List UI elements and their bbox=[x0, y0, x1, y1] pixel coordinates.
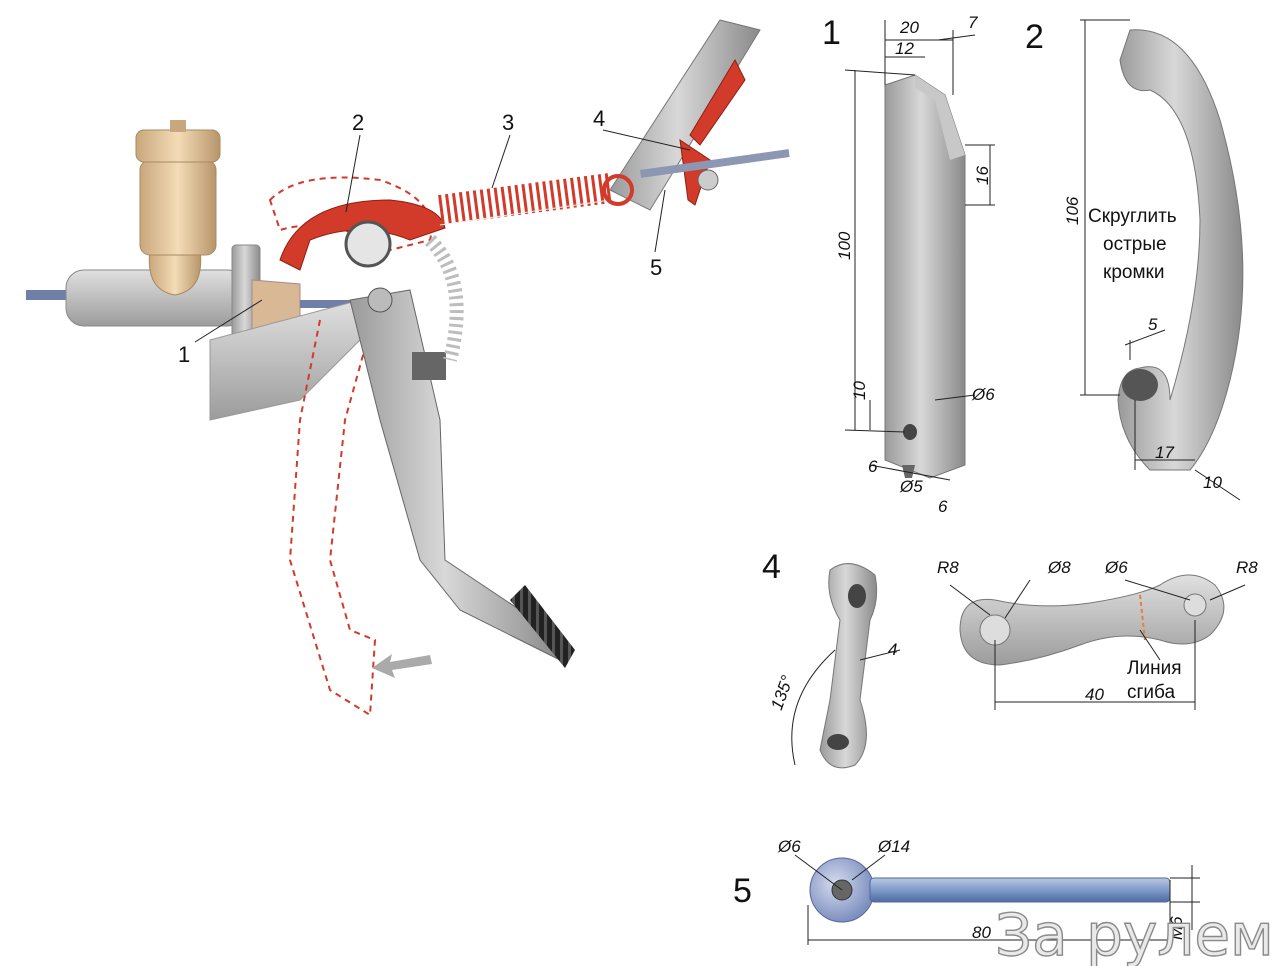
part-2-number: 2 bbox=[1025, 18, 1044, 56]
note-line-3: кромки bbox=[1103, 262, 1164, 283]
assist-spring bbox=[438, 173, 612, 225]
pushrod bbox=[300, 300, 360, 308]
dim-17: 17 bbox=[1155, 443, 1174, 462]
push-arrow-icon bbox=[372, 654, 432, 678]
callout-3: 3 bbox=[502, 110, 514, 135]
sector-part bbox=[279, 199, 446, 271]
dim-hole-8: Ø8 bbox=[1047, 558, 1071, 577]
dim-6-right: 6 bbox=[938, 497, 948, 516]
watermark: За рулем bbox=[995, 901, 1274, 966]
dim-100: 100 bbox=[835, 231, 854, 260]
eyebolt-thread bbox=[869, 877, 1171, 903]
leader-4 bbox=[602, 129, 691, 151]
dim-hole-6: Ø6 bbox=[971, 385, 995, 404]
dim-hole-6c: Ø6 bbox=[777, 837, 801, 856]
leader-3 bbox=[491, 134, 511, 189]
part-4-lever: 4 R8 Ø8 Ø6 R8 40 135° 4 Линия сгиба bbox=[762, 548, 1258, 769]
dim-7: 7 bbox=[968, 13, 978, 32]
leader-2 bbox=[345, 134, 361, 213]
dim-80: 80 bbox=[972, 923, 991, 942]
dim-r8-right: R8 bbox=[1236, 558, 1258, 577]
cylinder-rod bbox=[26, 290, 86, 300]
part-2-hook: 2 Скруглить острые кромки 106 5 17 10 bbox=[1025, 18, 1244, 501]
plate-hole bbox=[903, 424, 917, 440]
dim-14: Ø14 bbox=[877, 837, 910, 856]
callout-5: 5 bbox=[650, 255, 662, 280]
dim-16: 16 bbox=[973, 166, 992, 185]
note-line-1: Скруглить bbox=[1088, 206, 1177, 227]
pedal-pivot bbox=[344, 220, 392, 268]
dim-m6: М6 bbox=[1167, 916, 1186, 940]
dim-slot-5: Ø5 bbox=[899, 477, 923, 496]
part-5-number: 5 bbox=[733, 872, 752, 910]
bend-note-2: сгиба bbox=[1127, 682, 1175, 703]
dim-4: 4 bbox=[888, 640, 897, 659]
pedal-bracket bbox=[209, 299, 361, 421]
dim-10: 10 bbox=[850, 381, 869, 400]
bracket-part bbox=[689, 58, 746, 146]
part-4-number: 4 bbox=[762, 548, 781, 586]
leader-1 bbox=[194, 299, 263, 343]
bolt-eye bbox=[602, 174, 634, 206]
dim-5: 5 bbox=[1148, 315, 1158, 334]
dim-106: 106 bbox=[1063, 196, 1082, 225]
fluid-reservoir bbox=[139, 159, 217, 256]
callout-1: 1 bbox=[178, 342, 190, 367]
column-tube bbox=[609, 19, 761, 211]
dim-6-left: 6 bbox=[868, 457, 878, 476]
callout-4: 4 bbox=[593, 106, 605, 131]
note-line-2: острые bbox=[1103, 234, 1167, 255]
reservoir-cap bbox=[135, 129, 221, 163]
part-1-plate: 1 20 12 7 16 100 10 Ø6 6 Ø5 6 bbox=[822, 13, 995, 516]
pedal-pad bbox=[510, 585, 575, 668]
pedal-nut bbox=[367, 287, 393, 313]
dim-12: 12 bbox=[895, 39, 914, 58]
bend-note-1: Линия bbox=[1127, 658, 1181, 679]
return-spring bbox=[424, 235, 464, 362]
lever-3d bbox=[819, 563, 878, 769]
callout-2: 2 bbox=[352, 110, 364, 135]
dim-r8-left: R8 bbox=[937, 558, 959, 577]
plate-slot bbox=[902, 465, 915, 478]
pedal-stop bbox=[412, 352, 446, 380]
dim-135: 135° bbox=[767, 673, 797, 713]
bend-line bbox=[1139, 594, 1146, 641]
eye-bolt bbox=[640, 149, 790, 178]
dim-40: 40 bbox=[1085, 685, 1104, 704]
leader-5 bbox=[654, 189, 666, 253]
main-assembly-illustration: 1 2 3 4 5 bbox=[26, 19, 790, 717]
dim-20: 20 bbox=[899, 18, 919, 37]
dim-hole-6b: Ø6 bbox=[1104, 558, 1128, 577]
hook-body bbox=[1117, 29, 1244, 471]
lever-flat bbox=[959, 574, 1225, 666]
part-1-number: 1 bbox=[822, 14, 841, 52]
part-5-eyebolt: 5 Ø6 Ø14 80 М6 bbox=[733, 837, 1200, 945]
dim-10-thick: 10 bbox=[1203, 473, 1222, 492]
